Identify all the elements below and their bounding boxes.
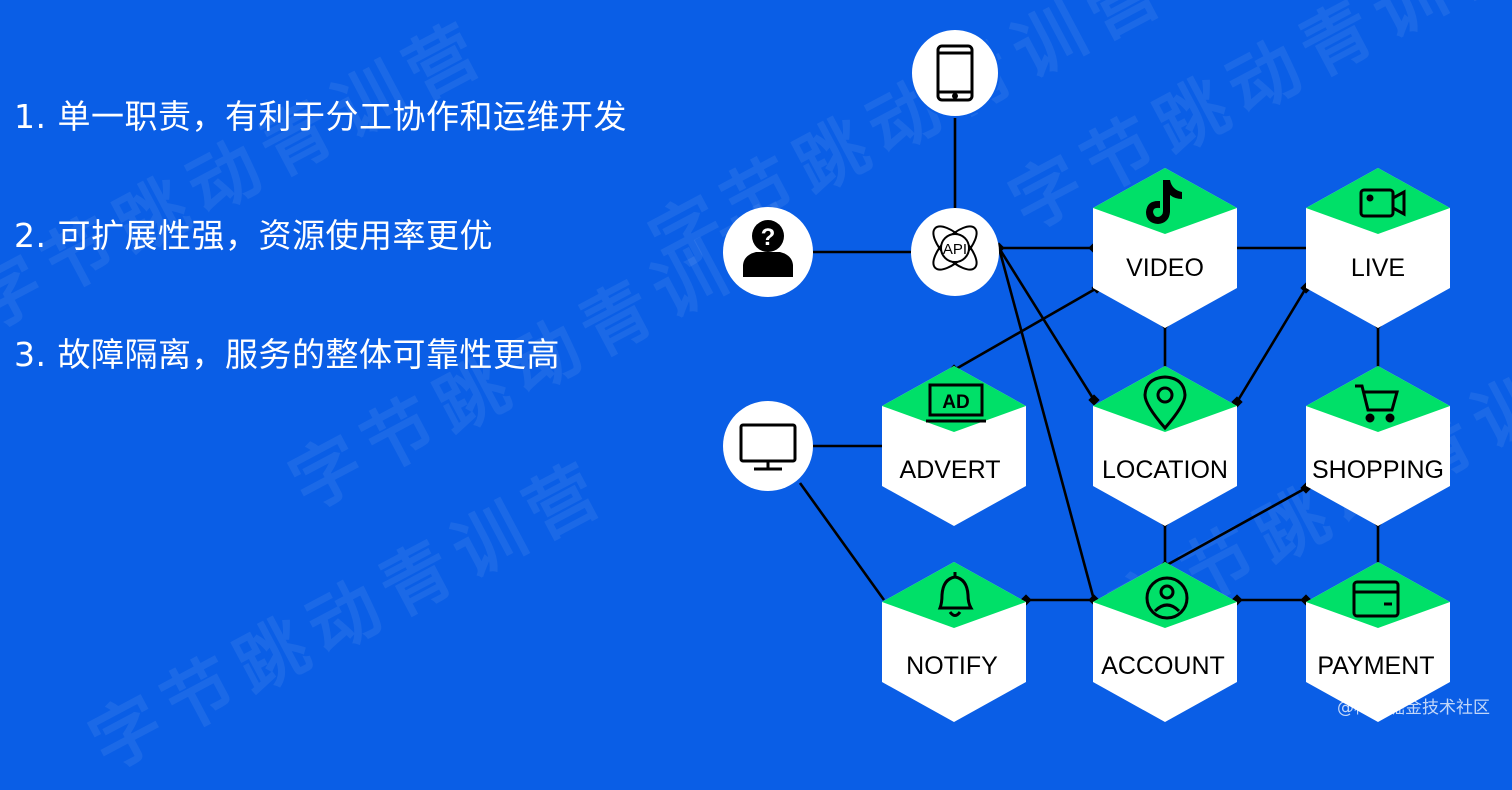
service-label: SHOPPING [1312, 456, 1444, 484]
feature-list: 1. 单一职责，有利于分工协作和运维开发 2. 可扩展性强，资源使用率更优 3.… [14, 90, 627, 447]
desktop-node [723, 401, 813, 491]
service-label: ADVERT [900, 456, 1001, 484]
ad-icon: AD [926, 383, 986, 423]
feature-item: 3. 故障隔离，服务的整体可靠性更高 [14, 335, 560, 374]
api-node: API [911, 208, 999, 296]
phone-node [910, 28, 1000, 118]
api-icon: API [932, 225, 978, 271]
payment-card-icon [1352, 580, 1400, 618]
video-camera-icon [1359, 188, 1406, 218]
desktop-monitor-icon [739, 423, 797, 471]
service-label: PAYMENT [1317, 652, 1434, 680]
service-label: LOCATION [1102, 456, 1228, 484]
service-shopping: SHOPPING [1306, 366, 1450, 526]
tiktok-icon [1146, 180, 1182, 224]
edge-api-location [997, 247, 1096, 401]
location-pin-icon [1143, 375, 1187, 431]
edge-live-location [1235, 287, 1308, 403]
service-payment: PAYMENT [1306, 562, 1450, 722]
user-node: ? [723, 207, 813, 297]
service-advert: AD ADVERT [882, 366, 1026, 526]
service-account: ACCOUNT [1093, 562, 1237, 722]
edge-api-account [997, 247, 1096, 601]
feature-item: 2. 可扩展性强，资源使用率更优 [14, 216, 493, 255]
edge-desktop-notify [798, 482, 886, 601]
unknown-user-icon: ? [743, 220, 793, 277]
user-account-icon [1145, 576, 1189, 620]
feature-item: 1. 单一职责，有利于分工协作和运维开发 [14, 97, 627, 136]
source-credit: @稀土掘金技术社区 [1337, 698, 1490, 718]
microservice-diagram: ? API VIDEO LIVE [723, 28, 1450, 722]
ad-icon-text: AD [942, 392, 969, 413]
api-icon-text: API [943, 241, 967, 258]
shopping-cart-icon [1355, 384, 1399, 423]
svg-text:?: ? [761, 224, 776, 251]
service-location: LOCATION [1093, 366, 1237, 526]
service-live: LIVE [1306, 168, 1450, 328]
service-label: ACCOUNT [1101, 652, 1225, 680]
service-label: VIDEO [1126, 254, 1204, 282]
smartphone-icon [936, 44, 974, 102]
service-video: VIDEO [1093, 168, 1237, 328]
connections [798, 117, 1380, 602]
service-label: NOTIFY [906, 652, 998, 680]
bell-icon [937, 572, 974, 617]
service-label: LIVE [1351, 254, 1405, 282]
service-notify: NOTIFY [882, 562, 1026, 722]
edge-video-advert [953, 286, 1098, 372]
edge-shopping-account [1164, 486, 1307, 568]
